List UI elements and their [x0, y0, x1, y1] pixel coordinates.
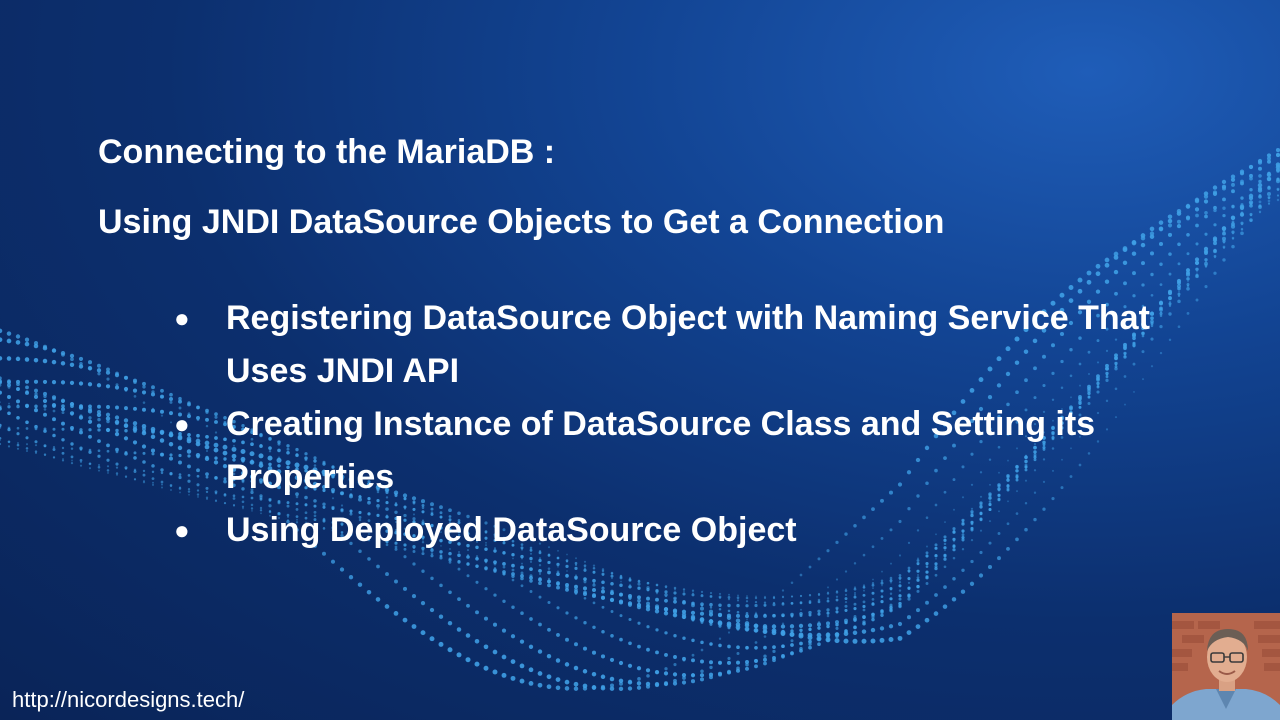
- bullet-list: ● Registering DataSource Object with Nam…: [98, 292, 1248, 557]
- bullet-item: ● Creating Instance of DataSource Class …: [98, 398, 1236, 504]
- footer-url: http://nicordesigns.tech/: [12, 687, 245, 712]
- bullet-dot-icon: ●: [174, 515, 190, 545]
- bullet-item: ● Using Deployed DataSource Object: [98, 504, 1236, 557]
- presenter-webcam-icon: [1172, 613, 1280, 720]
- bullet-text: Registering DataSource Object with Namin…: [226, 299, 1150, 390]
- bullet-dot-icon: ●: [174, 303, 190, 333]
- slide-content: Connecting to the MariaDB : Using JNDI D…: [98, 128, 1248, 557]
- slide-title: Connecting to the MariaDB :: [98, 133, 556, 171]
- bullet-text: Creating Instance of DataSource Class an…: [226, 405, 1096, 496]
- bullet-item: ● Registering DataSource Object with Nam…: [98, 292, 1236, 398]
- slide-subtitle: Using JNDI DataSource Objects to Get a C…: [98, 203, 945, 241]
- bullet-dot-icon: ●: [174, 409, 190, 439]
- bullet-text: Using Deployed DataSource Object: [226, 511, 797, 549]
